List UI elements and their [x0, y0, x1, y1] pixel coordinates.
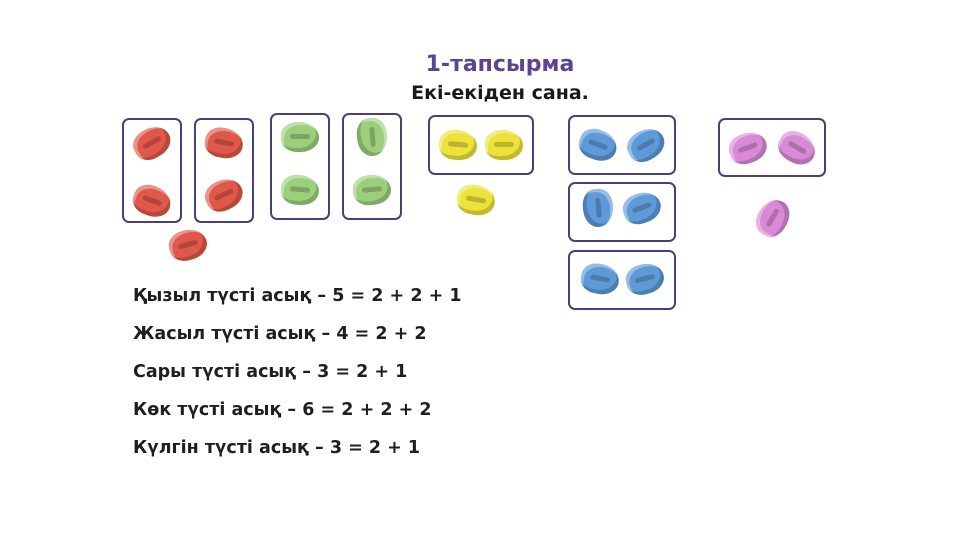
blue-pair-box	[568, 115, 676, 175]
blue-pair-box	[568, 250, 676, 310]
pink-asyk-icon	[750, 194, 796, 242]
pink-pair-box	[718, 118, 826, 177]
green-pair-box	[342, 113, 402, 220]
yellow-pair-box	[428, 115, 534, 175]
equation-red: Қызыл түсті асық – 5 = 2 + 2 + 1	[133, 286, 462, 306]
red-asyk-icon	[165, 225, 211, 265]
equation-pink: Күлгін түсті асық – 3 = 2 + 1	[133, 438, 421, 458]
blue-pair-box	[568, 182, 676, 242]
equation-blue: Көк түсті асық – 6 = 2 + 2 + 2	[133, 400, 432, 420]
task-instruction: Екі-екіден сана.	[411, 82, 589, 104]
green-asyk-icon	[281, 122, 319, 152]
yellow-asyk-icon	[485, 130, 523, 160]
equation-yellow: Сары түсті асық – 3 = 2 + 1	[133, 362, 408, 382]
task-title: 1-тапсырма	[425, 52, 575, 77]
yellow-asyk-icon	[454, 181, 498, 219]
red-pair-box	[194, 118, 254, 223]
equation-green: Жасыл түсті асық – 4 = 2 + 2	[133, 324, 427, 344]
red-pair-box	[122, 118, 182, 223]
green-pair-box	[270, 113, 330, 220]
